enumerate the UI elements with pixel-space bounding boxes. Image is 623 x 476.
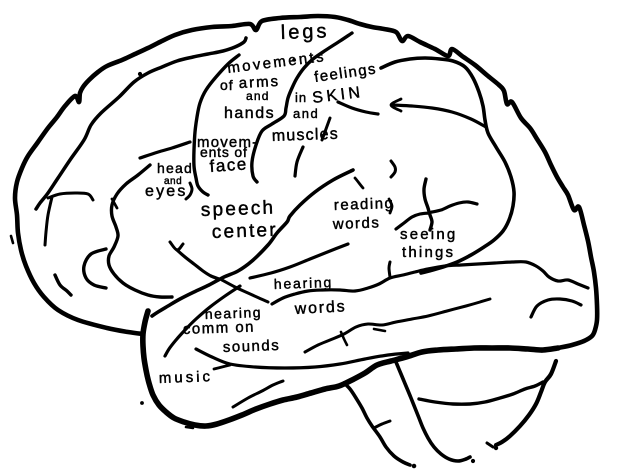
svg-text:and: and [246,89,270,103]
svg-text:ents of: ents of [200,144,248,160]
svg-text:sounds: sounds [223,337,281,356]
svg-text:hearing: hearing [274,274,334,292]
svg-text:eyes: eyes [145,183,188,200]
svg-text:seeing: seeing [400,226,457,243]
svg-text:arms: arms [238,73,280,92]
svg-text:comm on: comm on [183,318,256,338]
svg-text:legs: legs [280,20,329,44]
svg-text:SKIN: SKIN [311,84,364,107]
svg-text:of: of [220,77,234,93]
svg-text:and: and [293,106,319,121]
svg-text:things: things [402,244,455,261]
svg-text:speech: speech [200,197,275,221]
svg-text:words: words [332,214,381,233]
svg-text:words: words [293,298,347,318]
svg-text:muscles: muscles [272,126,340,145]
svg-text:in: in [295,90,307,105]
svg-text:face: face [209,154,248,176]
svg-text:movem-: movem- [197,134,258,151]
svg-text:hearing: hearing [205,304,263,322]
svg-text:hands: hands [224,105,275,122]
svg-text:center: center [211,220,278,243]
svg-text:and: and [164,176,182,187]
svg-text:head: head [157,160,193,176]
svg-text:music: music [159,368,214,387]
svg-text:reading: reading [334,195,395,214]
